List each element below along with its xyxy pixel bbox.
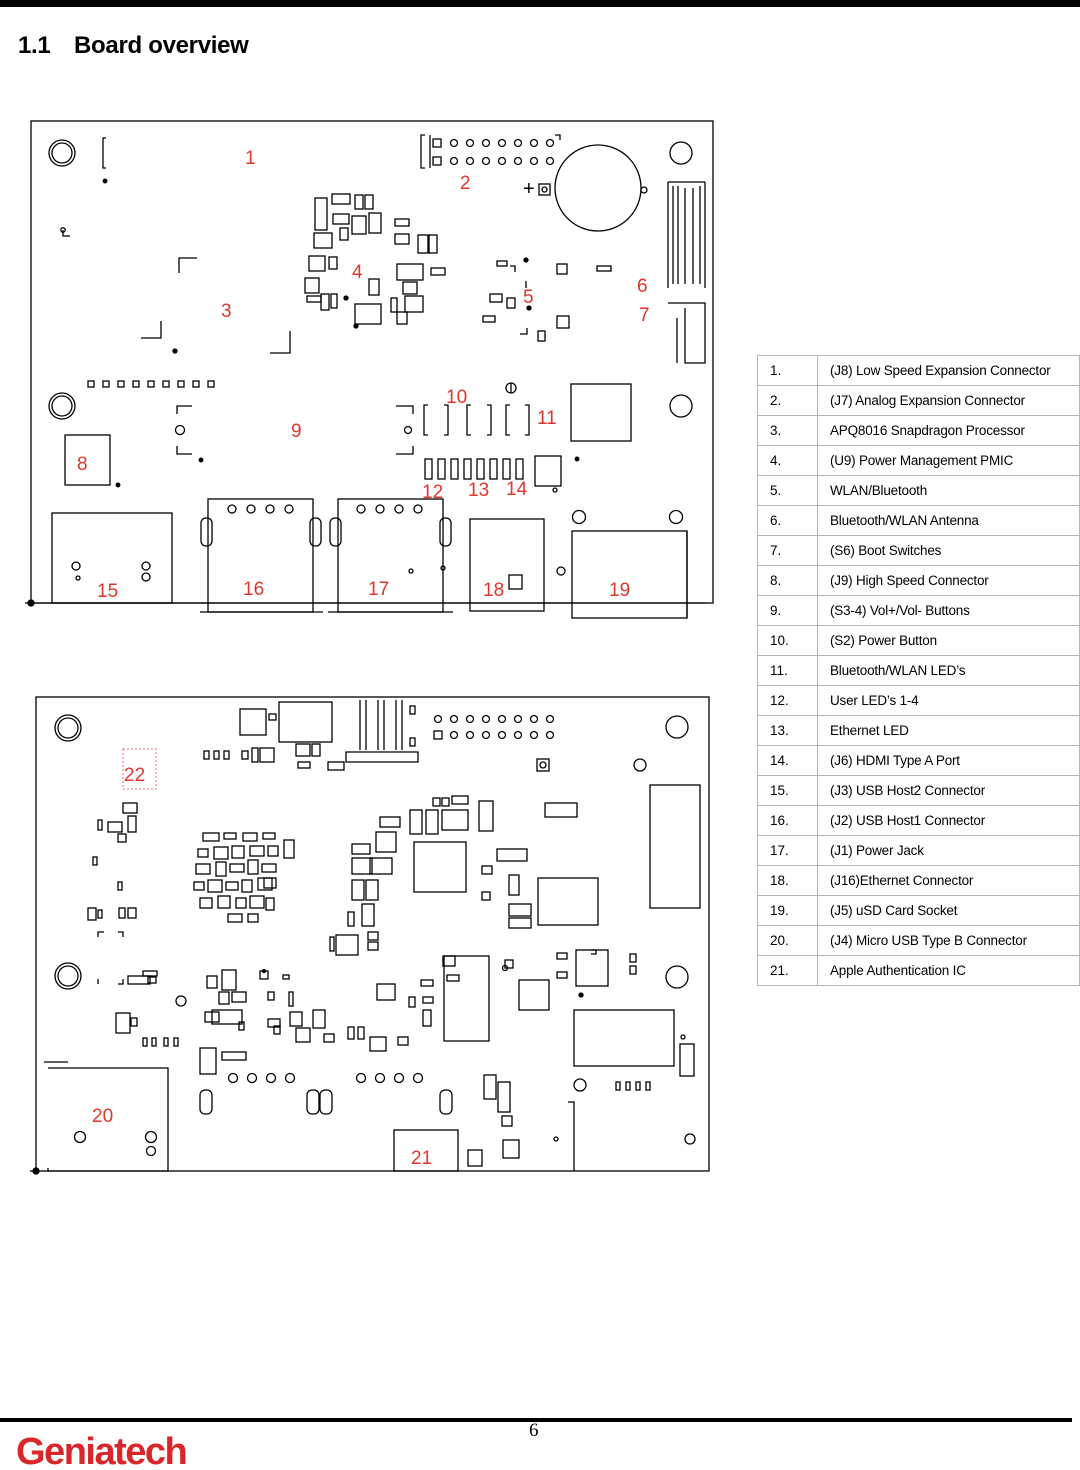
legend-row: 13.Ethernet LED <box>757 715 1080 746</box>
legend-index: 8. <box>757 565 818 596</box>
callout-1: 1 <box>245 148 256 169</box>
callout-6: 6 <box>637 276 648 297</box>
callout-9: 9 <box>291 421 302 442</box>
legend-index: 1. <box>757 355 818 386</box>
legend-label: (J1) Power Jack <box>817 835 1080 866</box>
geniatech-logo: Geniatech <box>16 1431 188 1470</box>
callout-14: 14 <box>506 479 528 500</box>
legend-index: 13. <box>757 715 818 746</box>
legend-row: 9.(S3-4) Vol+/Vol- Buttons <box>757 595 1080 626</box>
legend-index: 9. <box>757 595 818 626</box>
legend-index: 17. <box>757 835 818 866</box>
legend-index: 21. <box>757 955 818 986</box>
legend-index: 18. <box>757 865 818 896</box>
legend-row: 20.(J4) Micro USB Type B Connector <box>757 925 1080 956</box>
legend-label: (J4) Micro USB Type B Connector <box>817 925 1080 956</box>
legend-row: 6.Bluetooth/WLAN Antenna <box>757 505 1080 536</box>
section-number: 1.1 <box>18 32 51 59</box>
legend-label: (J6) HDMI Type A Port <box>817 745 1080 776</box>
legend-label: (J9) High Speed Connector <box>817 565 1080 596</box>
legend-label: (S6) Boot Switches <box>817 535 1080 566</box>
svg-text:+: + <box>523 178 535 200</box>
callout-18: 18 <box>483 580 504 601</box>
legend-row: 21.Apple Authentication IC <box>757 955 1080 986</box>
page-number: 6 <box>529 1420 539 1441</box>
callout-7: 7 <box>639 305 650 326</box>
callout-16: 16 <box>243 579 264 600</box>
callout-3: 3 <box>221 301 232 322</box>
logo-text: Geniatech <box>16 1431 186 1470</box>
legend-label: (S2) Power Button <box>817 625 1080 656</box>
legend-row: 16.(J2) USB Host1 Connector <box>757 805 1080 836</box>
legend-label: (J16)Ethernet Connector <box>817 865 1080 896</box>
legend-index: 11. <box>757 655 818 686</box>
legend-index: 12. <box>757 685 818 716</box>
section-heading: 1.1 Board overview <box>18 32 249 60</box>
board-bottom-diagram: 22 20 21 <box>28 692 718 1182</box>
legend-label: (J2) USB Host1 Connector <box>817 805 1080 836</box>
callout-17: 17 <box>368 579 389 600</box>
legend-index: 19. <box>757 895 818 926</box>
legend-row: 5.WLAN/Bluetooth <box>757 475 1080 506</box>
legend-row: 2.(J7) Analog Expansion Connector <box>757 385 1080 416</box>
legend-index: 2. <box>757 385 818 416</box>
callout-10: 10 <box>446 387 467 408</box>
bottom-rule <box>0 1418 1072 1422</box>
legend-row: 14.(J6) HDMI Type A Port <box>757 745 1080 776</box>
callout-4: 4 <box>352 262 363 283</box>
legend-index: 16. <box>757 805 818 836</box>
legend-row: 15.(J3) USB Host2 Connector <box>757 775 1080 806</box>
board-top-diagram: + <box>25 118 725 623</box>
top-rule <box>0 0 1080 7</box>
legend-row: 1.(J8) Low Speed Expansion Connector <box>757 355 1080 386</box>
legend-row: 8.(J9) High Speed Connector <box>757 565 1080 596</box>
callout-12: 12 <box>422 482 443 503</box>
legend-label: (U9) Power Management PMIC <box>817 445 1080 476</box>
legend-label: (J5) uSD Card Socket <box>817 895 1080 926</box>
callout-21: 21 <box>411 1148 432 1169</box>
legend-row: 12.User LED’s 1-4 <box>757 685 1080 716</box>
legend-row: 10.(S2) Power Button <box>757 625 1080 656</box>
legend-label: APQ8016 Snapdragon Processor <box>817 415 1080 446</box>
callout-8: 8 <box>77 454 88 475</box>
legend-row: 11.Bluetooth/WLAN LED’s <box>757 655 1080 686</box>
callout-20: 20 <box>92 1106 113 1127</box>
legend-label: Bluetooth/WLAN LED’s <box>817 655 1080 686</box>
callout-19: 19 <box>609 580 630 601</box>
legend-label: WLAN/Bluetooth <box>817 475 1080 506</box>
callout-22: 22 <box>124 765 145 786</box>
callout-2: 2 <box>460 173 471 194</box>
legend-label: (S3-4) Vol+/Vol- Buttons <box>817 595 1080 626</box>
legend-index: 7. <box>757 535 818 566</box>
legend-index: 5. <box>757 475 818 506</box>
legend-label: (J8) Low Speed Expansion Connector <box>817 355 1080 386</box>
legend-row: 17. (J1) Power Jack <box>757 835 1080 866</box>
callout-5: 5 <box>523 287 534 308</box>
legend-row: 4.(U9) Power Management PMIC <box>757 445 1080 476</box>
callout-13: 13 <box>468 480 489 501</box>
legend-index: 14. <box>757 745 818 776</box>
legend-label: Ethernet LED <box>817 715 1080 746</box>
legend-row: 7.(S6) Boot Switches <box>757 535 1080 566</box>
legend-index: 15. <box>757 775 818 806</box>
legend-index: 3. <box>757 415 818 446</box>
callout-15: 15 <box>97 581 118 602</box>
legend-index: 6. <box>757 505 818 536</box>
legend-label: (J3) USB Host2 Connector <box>817 775 1080 806</box>
legend-label: Apple Authentication IC <box>817 955 1080 986</box>
legend-row: 18.(J16)Ethernet Connector <box>757 865 1080 896</box>
legend-row: 3.APQ8016 Snapdragon Processor <box>757 415 1080 446</box>
legend-row: 19.(J5) uSD Card Socket <box>757 895 1080 926</box>
legend-label: User LED’s 1-4 <box>817 685 1080 716</box>
section-title: Board overview <box>74 32 249 59</box>
legend-index: 20. <box>757 925 818 956</box>
legend-index: 10. <box>757 625 818 656</box>
callout-11: 11 <box>537 408 557 429</box>
legend-label: (J7) Analog Expansion Connector <box>817 385 1080 416</box>
legend-label: Bluetooth/WLAN Antenna <box>817 505 1080 536</box>
legend-index: 4. <box>757 445 818 476</box>
